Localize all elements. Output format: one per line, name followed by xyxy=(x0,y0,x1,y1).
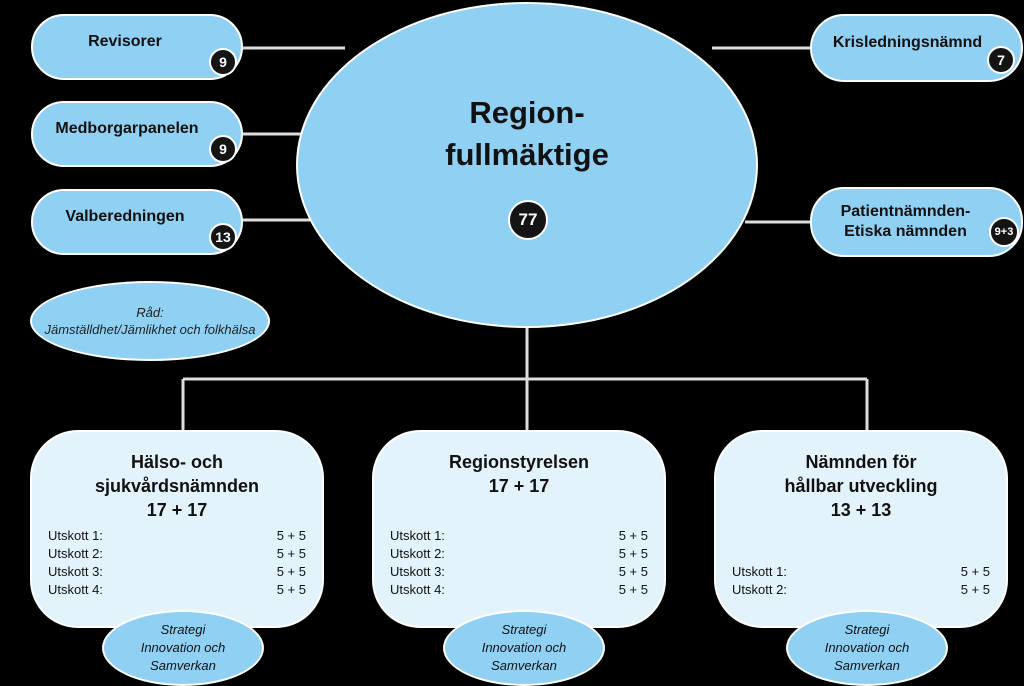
subcommittee-label: Utskott 2: xyxy=(48,546,103,561)
subcommittee-label: Utskott 3: xyxy=(390,564,445,579)
subcommittee-value: 5 + 5 xyxy=(276,564,306,579)
advisory-council-node: Råd: Jämställdhet/Jämlikhet och folkhäls… xyxy=(30,281,270,361)
strategy-line: Innovation och xyxy=(140,640,226,655)
subcommittee-value: 5 + 5 xyxy=(276,546,306,561)
subcommittee-value: 5 + 5 xyxy=(276,582,306,597)
regionfullmaktige-title: Region- fullmäktige xyxy=(298,92,756,176)
strategy-node: Strategi Innovation och Samverkan xyxy=(443,610,605,686)
patientnamnden-label-line1: Patientnämnden- xyxy=(840,203,971,220)
subcommittee-row: Utskott 2: 5 + 5 xyxy=(390,545,648,563)
committee-member-count: 13 + 13 xyxy=(830,500,892,520)
committee-title-line: Nämnden för xyxy=(805,452,917,472)
subcommittee-row: Utskott 4: 5 + 5 xyxy=(390,581,648,599)
patientnamnden-node: Patientnämnden- Etiska nämnden 9+3 xyxy=(810,187,1023,257)
committee-title-line: hållbar utveckling xyxy=(784,476,938,496)
strategy-line: Strategi xyxy=(844,622,890,637)
subcommittee-label: Utskott 3: xyxy=(48,564,103,579)
advisory-council-subject: Jämställdhet/Jämlikhet och folkhälsa xyxy=(44,322,256,337)
strategy-line: Samverkan xyxy=(834,658,900,673)
subcommittee-row: Utskott 4: 5 + 5 xyxy=(48,581,306,599)
krisledningsnamnd-count-badge: 7 xyxy=(987,46,1015,74)
committee-title-line: Regionstyrelsen xyxy=(448,452,590,472)
regionfullmaktige-title-line1: Region- xyxy=(469,95,585,130)
committee-title: Regionstyrelsen 17 + 17 xyxy=(374,450,664,498)
medborgarpanelen-node: Medborgarpanelen 9 xyxy=(31,101,243,167)
subcommittee-row: Utskott 1: 5 + 5 xyxy=(48,527,306,545)
strategy-line: Samverkan xyxy=(491,658,557,673)
subcommittee-value: 5 + 5 xyxy=(618,564,648,579)
subcommittee-row: Utskott 1: 5 + 5 xyxy=(390,527,648,545)
krisledningsnamnd-label: Krisledningsnämnd xyxy=(832,34,983,51)
committee-member-count: 17 + 17 xyxy=(146,500,208,520)
krisledningsnamnd-node: Krisledningsnämnd 7 xyxy=(810,14,1023,82)
subcommittee-value: 5 + 5 xyxy=(960,582,990,597)
committee-member-count: 17 + 17 xyxy=(488,476,550,496)
subcommittee-value: 5 + 5 xyxy=(618,528,648,543)
committee-namnden-for-hallbar-utveckling: Nämnden för hållbar utveckling 13 + 13 U… xyxy=(714,430,1008,628)
patientnamnden-count-badge: 9+3 xyxy=(989,217,1019,247)
committee-regionstyrelsen: Regionstyrelsen 17 + 17 Utskott 1:5 + 5 … xyxy=(372,430,666,628)
medborgarpanelen-count-badge: 9 xyxy=(209,135,237,163)
strategy-line: Innovation och xyxy=(481,640,567,655)
subcommittee-label: Utskott 1: xyxy=(732,564,787,579)
subcommittee-row: Utskott 3: 5 + 5 xyxy=(390,563,648,581)
subcommittee-label: Utskott 2: xyxy=(732,582,787,597)
subcommittee-value: 5 + 5 xyxy=(960,564,990,579)
subcommittee-row: Utskott 3: 5 + 5 xyxy=(48,563,306,581)
subcommittee-label: Utskott 2: xyxy=(390,546,445,561)
subcommittee-value: 5 + 5 xyxy=(618,546,648,561)
subcommittee-row: Utskott 1: 5 + 5 xyxy=(732,563,990,581)
subcommittee-row: Utskott 2: 5 + 5 xyxy=(48,545,306,563)
strategy-node: Strategi Innovation och Samverkan xyxy=(102,610,264,686)
strategy-line: Strategi xyxy=(160,622,206,637)
valberedningen-label: Valberedningen xyxy=(65,208,185,225)
revisorer-count-badge: 9 xyxy=(209,48,237,76)
strategy-node: Strategi Innovation och Samverkan xyxy=(786,610,948,686)
valberedningen-count-badge: 13 xyxy=(209,223,237,251)
subcommittee-row: Utskott 2: 5 + 5 xyxy=(732,581,990,599)
revisorer-node: Revisorer 9 xyxy=(31,14,243,80)
committee-title: Nämnden för hållbar utveckling 13 + 13 xyxy=(716,450,1006,522)
medborgarpanelen-label: Medborgarpanelen xyxy=(55,120,199,137)
regionfullmaktige-count-badge: 77 xyxy=(508,200,548,240)
committee-title: Hälso- och sjukvårdsnämnden 17 + 17 xyxy=(32,450,322,522)
subcommittee-label: Utskott 4: xyxy=(48,582,103,597)
strategy-line: Innovation och xyxy=(824,640,910,655)
regionfullmaktige-title-line2: fullmäktige xyxy=(445,137,609,172)
valberedningen-node: Valberedningen 13 xyxy=(31,189,243,255)
strategy-line: Samverkan xyxy=(150,658,216,673)
regionfullmaktige-node: Region- fullmäktige 77 xyxy=(296,2,758,328)
revisorer-label: Revisorer xyxy=(88,33,162,50)
subcommittee-label: Utskott 1: xyxy=(390,528,445,543)
subcommittee-value: 5 + 5 xyxy=(618,582,648,597)
subcommittee-label: Utskott 1: xyxy=(48,528,103,543)
subcommittee-value: 5 + 5 xyxy=(276,528,306,543)
committee-title-line: Hälso- och xyxy=(130,452,223,472)
patientnamnden-label-line2: Etiska nämnden xyxy=(844,223,967,240)
committee-title-line: sjukvårdsnämnden xyxy=(94,476,260,496)
subcommittee-label: Utskott 4: xyxy=(390,582,445,597)
committee-halso-och-sjukvardsnamnden: Hälso- och sjukvårdsnämnden 17 + 17 Utsk… xyxy=(30,430,324,628)
strategy-line: Strategi xyxy=(501,622,547,637)
advisory-council-title: Råd: xyxy=(136,305,164,320)
